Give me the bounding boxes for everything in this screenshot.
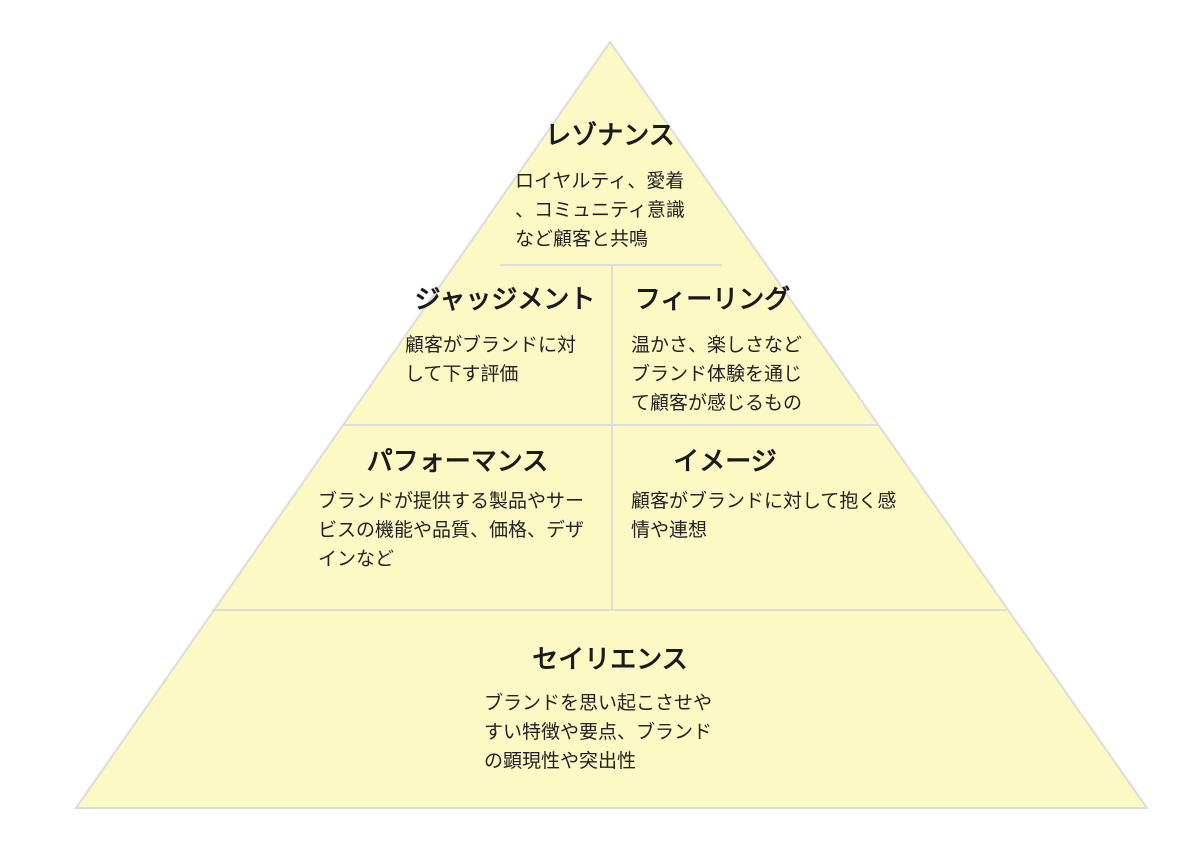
tier-title-feeling: フィーリング [634, 285, 791, 315]
tier-title-performance: パフォーマンス [366, 447, 549, 477]
tier-desc-judgement: 顧客がブランドに対 して下す評価 [405, 334, 577, 385]
tier-desc-feeling: 温かさ、楽しさなど ブランド体験を通じ て顧客が感じるもの [631, 334, 803, 414]
tier-title-judgement: ジャッジメント [414, 285, 596, 315]
tier-title-resonance: レゾナンス [545, 121, 675, 151]
tier-title-salience: セイリエンス [532, 645, 688, 675]
tier-desc-imagery: 顧客がブランドに対して抱く感 情や連想 [631, 490, 897, 541]
tier-desc-performance: ブランドが提供する製品やサー ビスの機能や品質、価格、デザ インなど [318, 490, 585, 570]
tier-desc-salience: ブランドを思い起こさせや すい特徴や要点、ブランド の顕現性や突出性 [484, 692, 713, 772]
tier-title-imagery: イメージ [673, 447, 777, 477]
tier-desc-resonance: ロイヤルティ、愛着 、コミュニティ意識 など顧客と共鳴 [515, 170, 685, 250]
